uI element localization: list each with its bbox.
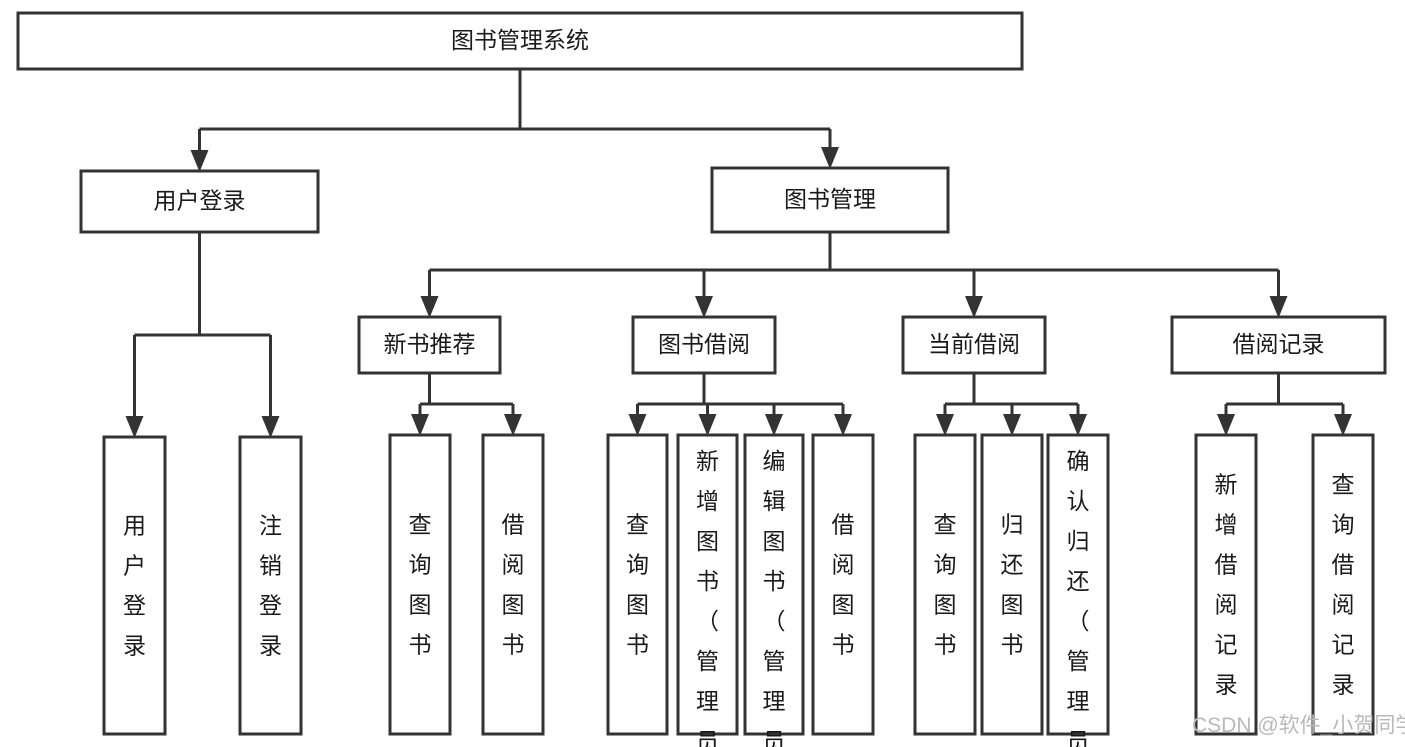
node-label-recommend-borrow-book: 借阅图书 (502, 512, 525, 658)
node-box-user-login-leaf (102, 435, 167, 736)
book-mgmt-arrow-2 (965, 296, 983, 318)
node-label-root: 图书管理系统 (451, 27, 589, 53)
node-new-book-recommend[interactable]: 新书推荐 (357, 315, 502, 375)
node-current-borrow[interactable]: 当前借阅 (901, 315, 1047, 375)
node-box-borrow-edit-book-admin (743, 433, 805, 736)
book-mgmt-arrow-0 (420, 296, 439, 318)
node-box-record-add (1194, 433, 1258, 736)
node-book-management[interactable]: 图书管理 (710, 166, 950, 234)
nodes-layer: 图书管理系统用户登录用户登录注销登录图书管理新书推荐查询图书借阅图书图书借阅查询… (16, 11, 1387, 747)
node-box-book-borrow (631, 315, 777, 375)
book-borrow-arrow-1 (698, 414, 717, 436)
root-arrow-1 (821, 147, 839, 169)
node-record-add[interactable]: 新增借阅记录 (1194, 433, 1258, 736)
node-borrow-record[interactable]: 借阅记录 (1170, 315, 1387, 375)
node-recommend-query-book[interactable]: 查询图书 (388, 433, 452, 736)
node-user-logout-leaf[interactable]: 注销登录 (238, 435, 303, 736)
user-login-arrow-1 (261, 416, 280, 438)
node-label-current-confirm-return-admin: 确认归还（管理员） (1067, 448, 1090, 747)
node-box-borrow-add-book-admin (676, 433, 739, 736)
node-box-user-logout-leaf (238, 435, 303, 736)
node-label-current-query-book: 查询图书 (934, 512, 957, 658)
node-label-user-login-leaf: 用户登录 (123, 513, 146, 659)
node-box-recommend-query-book (388, 433, 452, 736)
node-current-confirm-return-admin[interactable]: 确认归还（管理员） (1046, 433, 1110, 747)
node-borrow-borrow-book[interactable]: 借阅图书 (811, 433, 875, 736)
node-label-book-borrow: 图书借阅 (658, 331, 750, 357)
node-box-root (16, 11, 1024, 71)
node-recommend-borrow-book[interactable]: 借阅图书 (481, 433, 545, 736)
node-root[interactable]: 图书管理系统 (16, 11, 1024, 71)
node-label-recommend-query-book: 查询图书 (409, 512, 432, 658)
node-label-user-login: 用户登录 (154, 188, 246, 214)
node-user-login[interactable]: 用户登录 (79, 169, 320, 234)
watermark-label: CSDN @软件_小贺同学 (1192, 714, 1405, 737)
node-label-new-book-recommend: 新书推荐 (384, 331, 476, 357)
edges-layer (125, 69, 1352, 438)
node-box-current-confirm-return-admin (1046, 433, 1110, 736)
node-box-borrow-query-book (606, 433, 669, 736)
node-record-query[interactable]: 查询借阅记录 (1311, 433, 1375, 736)
node-label-current-return-book: 归还图书 (1001, 512, 1024, 658)
node-label-borrow-query-book: 查询图书 (626, 512, 649, 658)
user-login-arrow-0 (125, 416, 144, 438)
node-current-query-book[interactable]: 查询图书 (913, 433, 977, 736)
node-label-borrow-borrow-book: 借阅图书 (832, 512, 855, 658)
new-book-recommend-arrow-0 (411, 414, 429, 436)
node-box-current-query-book (913, 433, 977, 736)
new-book-recommend-arrow-1 (504, 414, 522, 436)
current-borrow-arrow-1 (1003, 414, 1021, 436)
node-label-borrow-record: 借阅记录 (1233, 331, 1325, 357)
book-mgmt-arrow-3 (1269, 296, 1288, 318)
node-label-record-add: 新增借阅记录 (1215, 472, 1238, 698)
book-borrow-arrow-2 (765, 414, 783, 436)
node-label-user-logout-leaf: 注销登录 (259, 513, 282, 659)
node-current-return-book[interactable]: 归还图书 (980, 433, 1044, 736)
node-borrow-query-book[interactable]: 查询图书 (606, 433, 669, 736)
node-box-user-login (79, 169, 320, 234)
borrow-record-arrow-1 (1334, 414, 1352, 436)
node-box-book-management (710, 166, 950, 234)
node-box-record-query (1311, 433, 1375, 736)
book-mgmt-arrow-1 (695, 296, 713, 318)
node-label-record-query: 查询借阅记录 (1332, 472, 1355, 698)
node-label-book-management: 图书管理 (784, 186, 876, 212)
current-borrow-arrow-0 (936, 414, 954, 436)
node-user-login-leaf[interactable]: 用户登录 (102, 435, 167, 736)
node-box-current-return-book (980, 433, 1044, 736)
node-box-new-book-recommend (357, 315, 502, 375)
node-box-borrow-record (1170, 315, 1387, 375)
node-box-borrow-borrow-book (811, 433, 875, 736)
node-box-current-borrow (901, 315, 1047, 375)
root-arrow-0 (190, 150, 209, 172)
node-label-borrow-edit-book-admin: 编辑图书（管理员） (763, 448, 786, 747)
borrow-record-arrow-0 (1217, 414, 1235, 436)
node-borrow-edit-book-admin[interactable]: 编辑图书（管理员） (743, 433, 805, 747)
node-borrow-add-book-admin[interactable]: 新增图书（管理员） (676, 433, 739, 747)
node-book-borrow[interactable]: 图书借阅 (631, 315, 777, 375)
node-label-current-borrow: 当前借阅 (928, 331, 1020, 357)
node-box-recommend-borrow-book (481, 433, 545, 736)
book-borrow-arrow-0 (628, 414, 647, 436)
book-borrow-arrow-3 (834, 414, 852, 436)
current-borrow-arrow-2 (1069, 414, 1087, 436)
node-label-borrow-add-book-admin: 新增图书（管理员） (696, 448, 719, 747)
